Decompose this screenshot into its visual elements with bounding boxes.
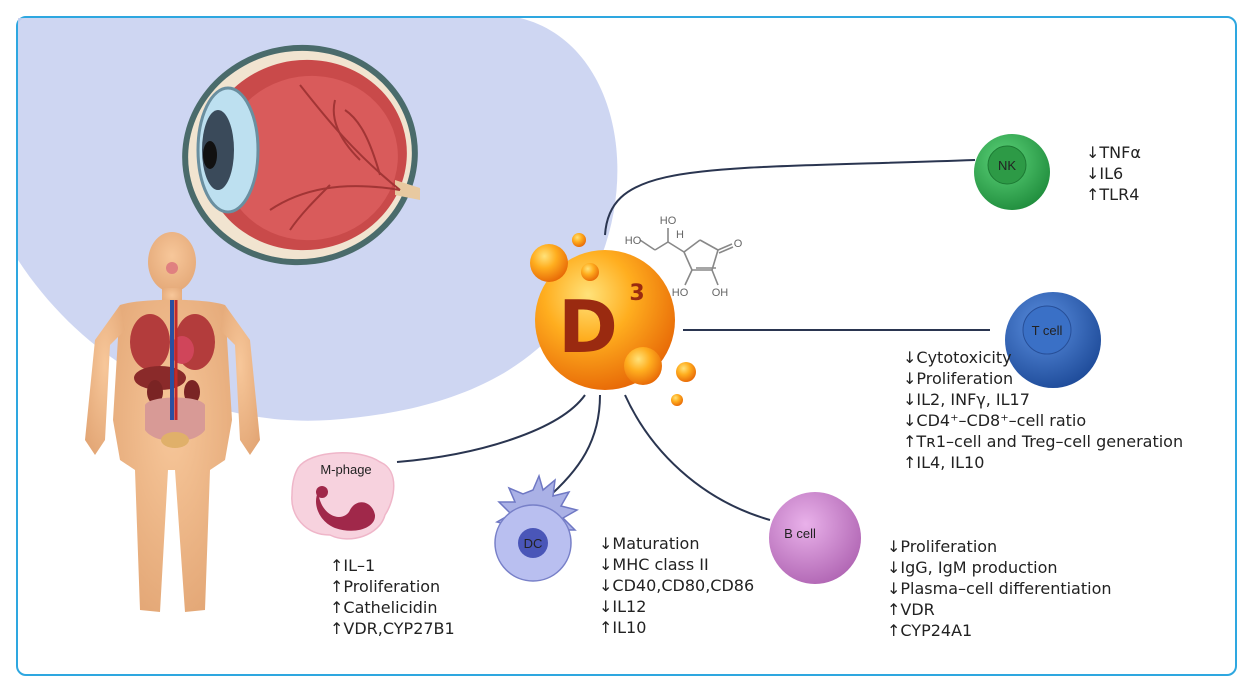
chem-label: HO	[660, 215, 677, 227]
dendritic-cell: DC	[494, 473, 579, 582]
bcell-effects-list: ↓Proliferation ↓IgG, IgM production ↓Pla…	[887, 536, 1112, 641]
list-item: ↑IL–1	[330, 556, 376, 575]
list-item: ↓IL6	[1086, 164, 1124, 183]
list-item: ↓CD4⁺–CD8⁺–cell ratio	[903, 411, 1087, 430]
t-cell-label: T cell	[1032, 323, 1063, 338]
dc-label: DC	[524, 536, 543, 551]
ascorbic-acid-structure-icon: HO H HO O HO OH	[625, 215, 743, 299]
list-item: ↓IgG, IgM production	[887, 558, 1058, 577]
list-item: ↑IL4, IL10	[903, 453, 985, 472]
chem-label: H	[676, 229, 684, 241]
chem-label: O	[734, 238, 743, 250]
t-cell: T cell	[1005, 292, 1101, 388]
chem-label: OH	[712, 287, 729, 299]
list-item: ↑VDR,CYP27B1	[330, 619, 455, 638]
connector-mphage	[396, 394, 586, 463]
bubble	[530, 244, 568, 282]
connector-nk	[604, 159, 976, 236]
chem-label: HO	[625, 235, 642, 247]
vitamin-d3-sphere: D 3	[530, 233, 696, 406]
connector-bcell	[624, 394, 771, 521]
list-item: ↓TNFα	[1086, 143, 1141, 162]
eye-illustration-icon	[182, 44, 420, 266]
human-body-organs-icon	[85, 232, 260, 612]
mphage-label: M-phage	[320, 462, 371, 477]
b-cell-label: B cell	[784, 526, 816, 541]
list-item: ↓Cytotoxicity	[903, 348, 1012, 367]
list-item: ↓MHC class II	[599, 555, 709, 574]
bubble	[624, 347, 662, 385]
mphage-effects-list: ↑IL–1 ↑Proliferation ↑Cathelicidin ↑VDR,…	[330, 555, 455, 639]
list-item: ↓CD40,CD80,CD86	[599, 576, 755, 595]
bubble	[572, 233, 586, 247]
nk-effects-list: ↓TNFα ↓IL6 ↑TLR4	[1086, 142, 1141, 205]
list-item: ↑Tʀ1–cell and Treg–cell generation	[903, 432, 1184, 451]
list-item: ↓Proliferation	[887, 537, 998, 556]
connector-dc	[544, 394, 601, 501]
macrophage-cell: M-phage	[291, 452, 395, 540]
bubble	[581, 263, 599, 281]
list-item: ↑VDR	[887, 600, 935, 619]
nk-cell: NK	[974, 134, 1050, 210]
b-cell: B cell	[769, 492, 861, 584]
d3-main-label: D	[558, 285, 618, 369]
tcell-effects-list: ↓Cytotoxicity ↓Proliferation ↓IL2, INFγ,…	[903, 347, 1183, 473]
d3-superscript-label: 3	[629, 281, 644, 306]
dc-effects-list: ↓Maturation ↓MHC class II ↓CD40,CD80,CD8…	[599, 533, 754, 638]
list-item: ↑IL10	[599, 618, 647, 637]
list-item: ↓IL2, INFγ, IL17	[903, 390, 1030, 409]
connectors	[396, 159, 990, 521]
list-item: ↑Proliferation	[330, 577, 441, 596]
list-item: ↑Cathelicidin	[330, 598, 438, 617]
list-item: ↓Plasma–cell differentiation	[887, 579, 1112, 598]
list-item: ↓Maturation	[599, 534, 700, 553]
list-item: ↑TLR4	[1086, 185, 1140, 204]
bubble	[671, 394, 683, 406]
bubble	[676, 362, 696, 382]
list-item: ↓IL12	[599, 597, 647, 616]
nk-cell-label: NK	[998, 158, 1016, 173]
chem-label: HO	[672, 287, 689, 299]
list-item: ↓Proliferation	[903, 369, 1014, 388]
list-item: ↑CYP24A1	[887, 621, 973, 640]
